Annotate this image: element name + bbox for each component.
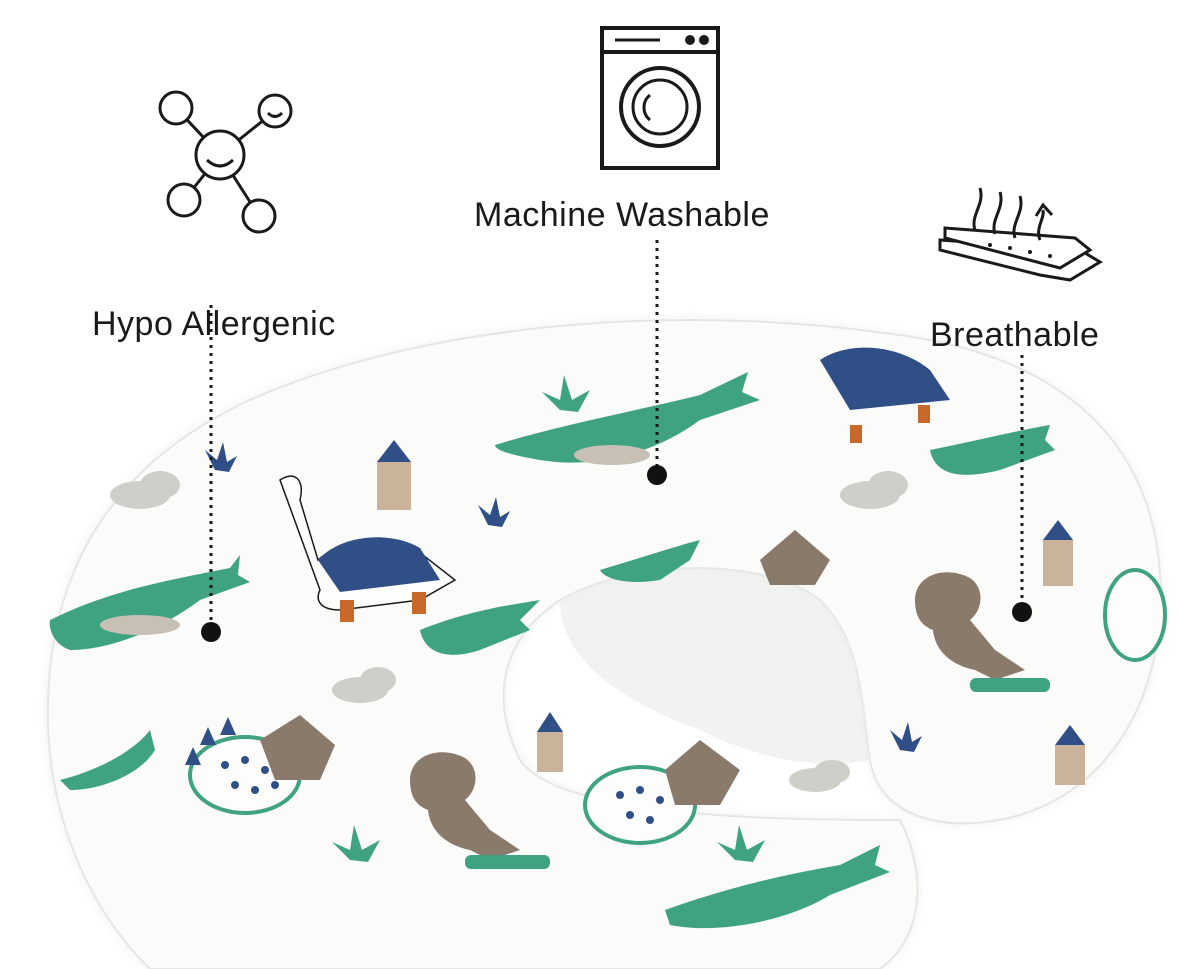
stegosaurus-pattern [185,530,1167,845]
breathable-fabric-icon [938,187,1103,282]
trex-pattern [410,572,1050,869]
washing-machine-icon [600,26,720,170]
callout-dots [201,465,1032,642]
molecule-icon [158,90,293,234]
breathable-label: Breathable [930,316,1100,354]
longneck-dino-pattern [279,347,950,622]
machine-washable-label: Machine Washable [474,196,770,234]
cloud-pattern [110,471,908,792]
tower-pattern [377,440,1085,785]
callout-lines [209,240,1024,625]
plant-pattern [205,375,922,862]
alligator-pattern [49,372,1055,929]
hypo-allergenic-label: Hypo Allergenic [92,305,336,343]
